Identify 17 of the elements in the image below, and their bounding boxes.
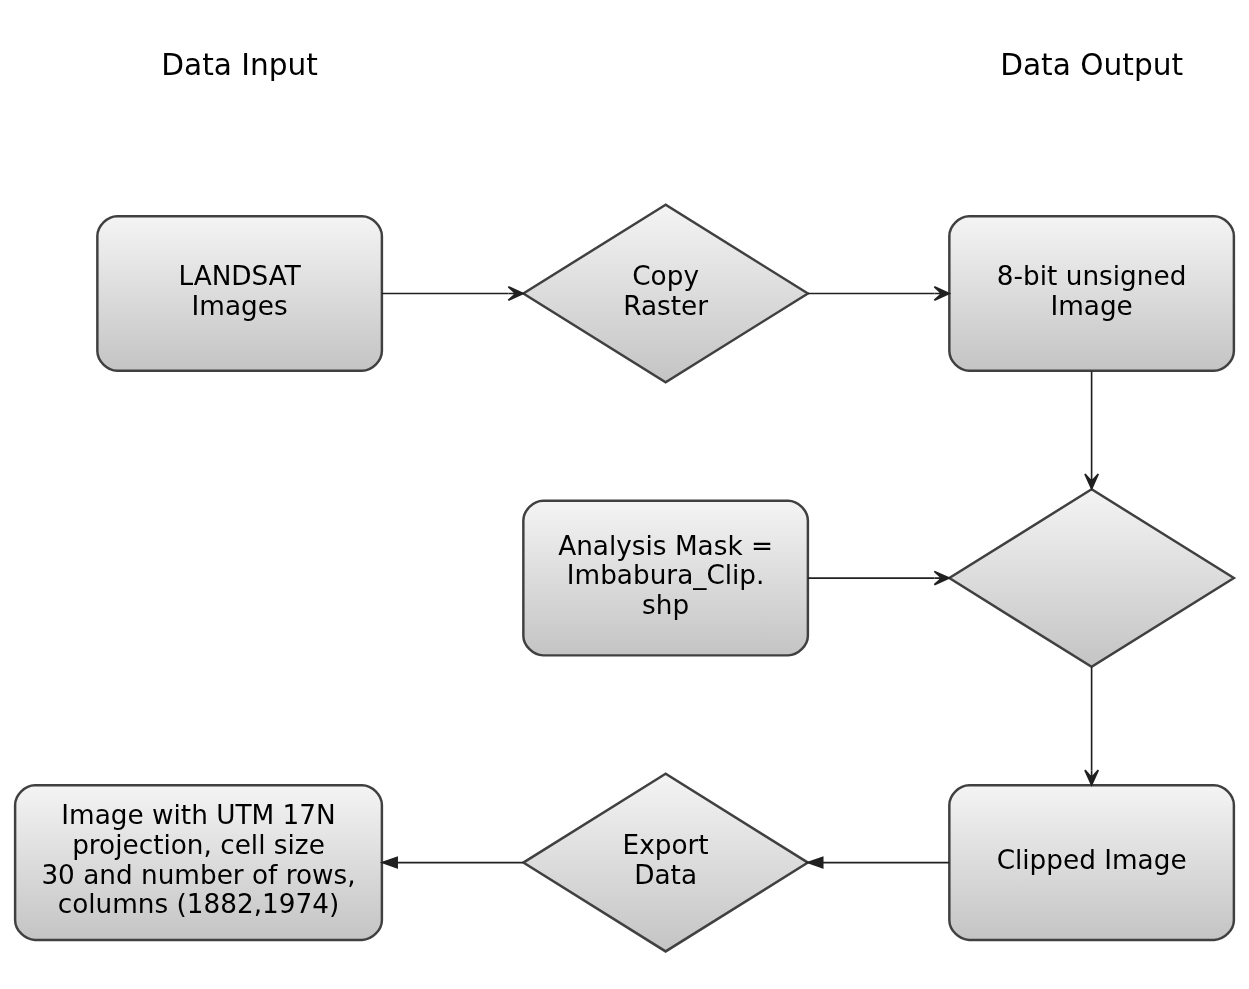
node-box: 8-bit unsigned Image — [948, 214, 1236, 372]
label: Data Output — [1000, 47, 1184, 82]
label: Data Input — [161, 47, 318, 82]
node-diamond: Export Data — [521, 771, 811, 953]
node-box: LANDSAT Images — [96, 214, 384, 372]
node-diamond: Copy Raster — [521, 202, 811, 384]
arrow — [1084, 665, 1100, 786]
node-box: Image with UTM 17N projection, cell size 30 and number of rows, columns (1882,1974) — [13, 783, 384, 941]
arrow — [807, 570, 950, 586]
node-box: Analysis Mask = Imbabura_Clip. shp — [522, 499, 810, 657]
arrow — [379, 855, 524, 869]
arrow — [805, 855, 950, 869]
arrow — [381, 285, 525, 301]
arrow — [807, 285, 950, 301]
arrow — [1084, 369, 1100, 490]
node-diamond — [947, 487, 1237, 668]
node-box: Clipped Image — [948, 783, 1236, 941]
